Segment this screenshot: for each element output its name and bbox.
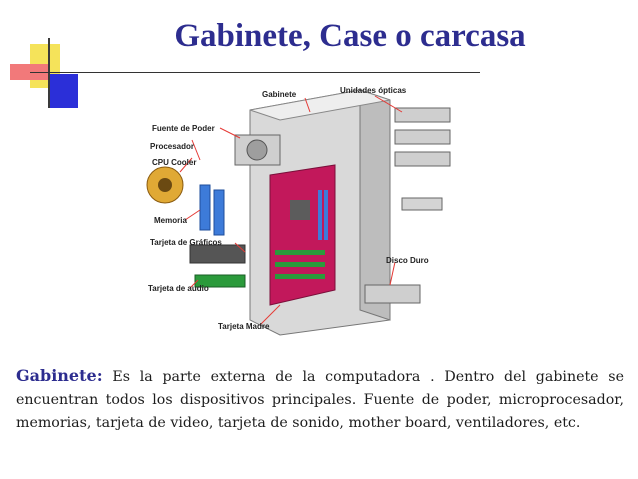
description-text: Es la parte externa de la computadora . … — [16, 369, 624, 431]
graphics-card-shape — [189, 244, 246, 264]
label-cpu-cooler: CPU Cooler — [152, 158, 197, 167]
slide-title: Gabinete, Case o carcasa — [174, 18, 526, 54]
optical-drive-2 — [394, 129, 451, 145]
label-tarjeta-madre: Tarjeta Madre — [218, 322, 270, 331]
memory-stick-1 — [199, 184, 211, 231]
case-top — [249, 89, 391, 121]
cpu-cooler-center — [158, 178, 172, 192]
description-separator: : — [96, 366, 103, 385]
pci-slot-shape — [275, 250, 325, 255]
label-tarjeta-audio: Tarjeta de audio — [148, 284, 209, 293]
decor-red-square — [10, 64, 48, 80]
power-supply-fan — [246, 139, 268, 161]
description-paragraph: Gabinete: Es la parte externa de la comp… — [16, 364, 624, 435]
audio-card-shape — [194, 274, 246, 288]
label-fuente-de-poder: Fuente de Poder — [152, 124, 215, 133]
label-unidades-opticas: Unidades ópticas — [340, 86, 407, 95]
memory-stick-2 — [213, 189, 225, 236]
label-memoria: Memoria — [154, 216, 187, 225]
title-underline — [30, 72, 480, 73]
leader-lines — [179, 95, 403, 326]
label-disco-duro: Disco Duro — [386, 256, 429, 265]
pci-slot-shape-3 — [275, 274, 325, 279]
memory-slot-shape — [318, 190, 322, 240]
decor-blue-square — [48, 74, 78, 108]
label-tarjeta-graficos: Tarjeta de Gráficos — [150, 238, 222, 247]
case-illustration — [146, 89, 451, 336]
label-gabinete: Gabinete — [262, 90, 297, 99]
label-procesador: Procesador — [150, 142, 195, 151]
description-term: Gabinete — [16, 366, 97, 385]
chipset-shape — [290, 200, 310, 220]
decor-vertical-line — [48, 38, 50, 108]
optical-drive-1 — [394, 107, 451, 123]
computer-case-diagram: Gabinete Unidades ópticas Fuente de Pode… — [140, 80, 460, 340]
hard-drive-shape — [364, 284, 421, 304]
memory-slot-shape-2 — [324, 190, 328, 240]
floppy-drive — [401, 197, 443, 211]
pci-slot-shape-2 — [275, 262, 325, 267]
optical-drive-3 — [394, 151, 451, 167]
